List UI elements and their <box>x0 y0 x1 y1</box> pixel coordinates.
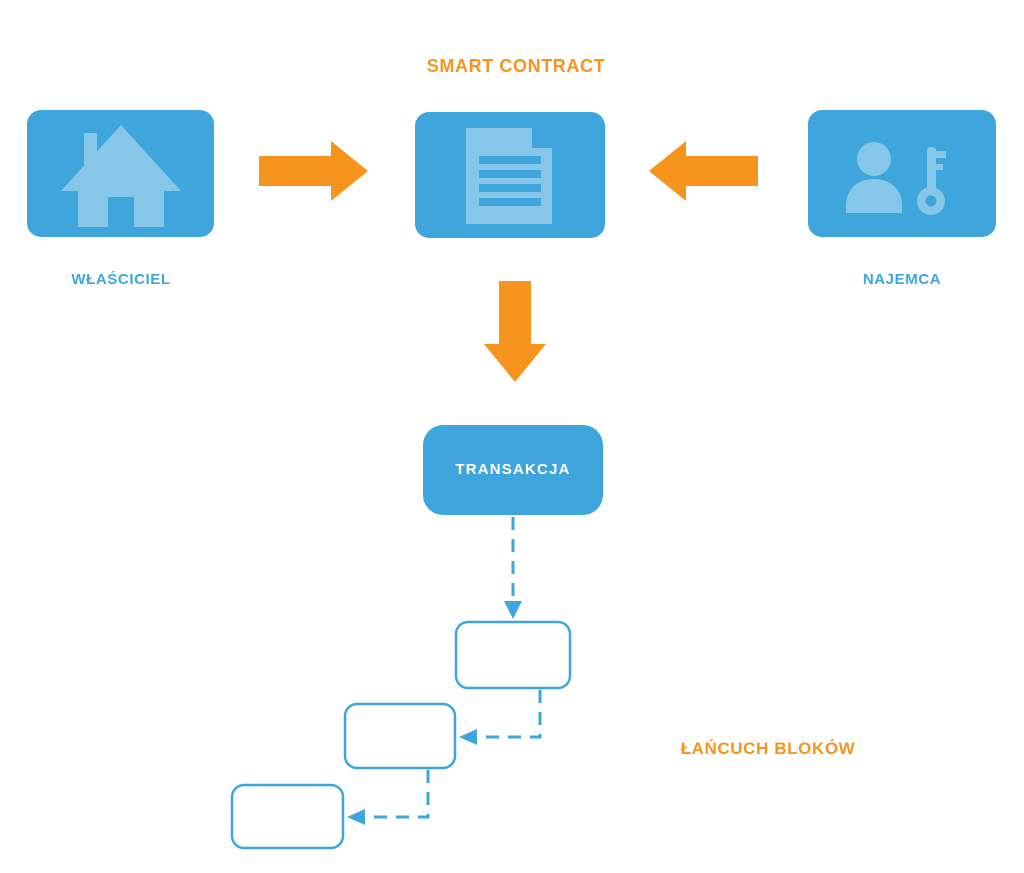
document-line <box>479 198 541 206</box>
key-tooth <box>934 151 946 158</box>
dashed-connector-3 <box>365 770 430 819</box>
document-line <box>479 156 541 164</box>
transaction-box <box>423 425 603 515</box>
key-tooth <box>934 164 943 170</box>
blockchain-label: ŁAŃCUCH BLOKÓW <box>680 739 856 758</box>
document-line <box>479 184 541 192</box>
dashed-arrowhead-left-icon <box>347 809 365 825</box>
owner-label: WŁAŚCICIEL <box>71 271 171 288</box>
arrow-left-icon <box>649 141 758 201</box>
tenant-box <box>808 110 996 237</box>
person-head <box>857 142 891 176</box>
document-line <box>479 170 541 178</box>
house-icon <box>61 125 181 227</box>
block-1 <box>454 620 572 690</box>
arrow-right-icon <box>259 141 368 201</box>
document-icon <box>466 128 552 224</box>
key-stem <box>927 147 936 195</box>
tenant-label: NAJEMCA <box>862 271 942 288</box>
house-roof <box>61 125 181 191</box>
key-bow-hole <box>925 195 937 207</box>
tenant-node <box>808 110 996 237</box>
block-2 <box>343 702 457 770</box>
dashed-connector-2 <box>477 690 542 739</box>
person-body <box>846 179 902 213</box>
dashed-arrowhead-left-icon <box>459 729 477 745</box>
arrow-down-icon <box>484 281 546 382</box>
block-3 <box>230 783 345 850</box>
owner-node <box>27 110 214 237</box>
house-door <box>108 197 134 227</box>
document-fold <box>532 128 552 148</box>
smart-contract-title: SMART CONTRACT <box>426 56 606 76</box>
transaction-label: TRANSAKCJA <box>455 461 571 478</box>
dashed-arrowhead-down-icon <box>504 601 522 619</box>
person-key-icon <box>846 142 946 215</box>
contract-node <box>415 112 605 238</box>
